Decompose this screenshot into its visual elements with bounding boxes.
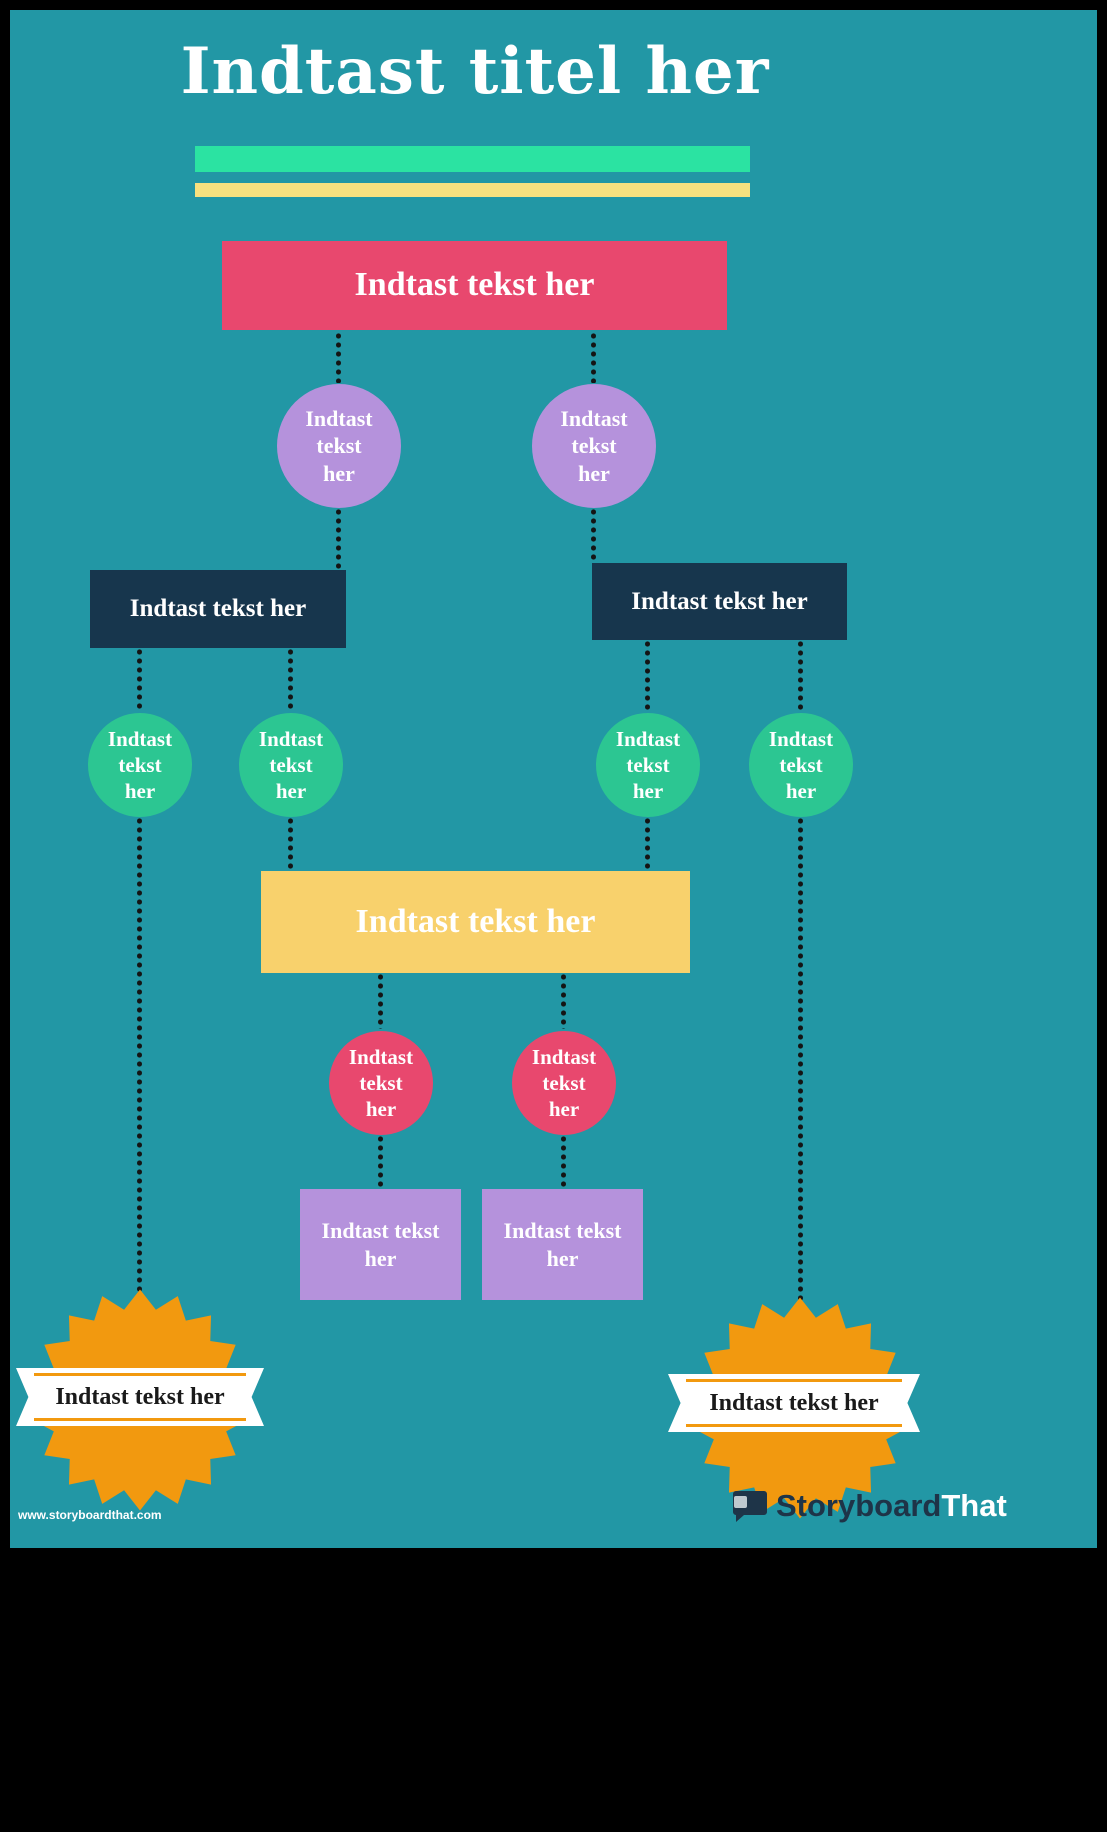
dotted-connector [378,974,383,1029]
dotted-connector [645,641,650,712]
flow-node-detail-box-left: Indtast tekst her [300,1189,461,1300]
flow-node-sub-circle-3: Indtast tekst her [596,713,700,817]
flow-node-branch-circle-left: Indtast tekst her [277,384,401,508]
flow-node-label: Indtast tekst her [305,405,373,486]
dotted-connector [288,649,293,712]
dotted-connector [378,1136,383,1188]
flow-node-label: Indtast tekst her [321,1218,440,1271]
flow-node-root: Indtast tekst her [222,241,727,330]
flow-node-merge-box: Indtast tekst her [261,871,690,973]
flow-node-detail-circle-right: Indtast tekst her [512,1031,616,1135]
storyboardthat-logo: StoryboardThat [728,1488,1090,1524]
flow-node-label: Indtast tekst her [503,1218,622,1271]
flow-node-label: Indtast tekst her [355,902,596,940]
flow-node-sub-circle-4: Indtast tekst her [749,713,853,817]
flow-node-label: Indtast tekst her [531,1044,597,1122]
flow-node-branch-box-right: Indtast tekst her [592,563,847,640]
title-underline-green [195,146,750,172]
dotted-connector [561,974,566,1029]
flow-node-detail-circle-left: Indtast tekst her [329,1031,433,1135]
flow-node-root-label: Indtast tekst her [354,266,595,304]
flow-node-label: Indtast tekst her [631,587,808,615]
badge-label: Indtast tekst her [709,1389,879,1416]
flow-node-label: Indtast tekst her [615,726,681,804]
dotted-connector [561,1136,566,1188]
flow-node-sub-circle-1: Indtast tekst her [88,713,192,817]
flow-node-label: Indtast tekst her [560,405,628,486]
flow-node-sub-circle-2: Indtast tekst her [239,713,343,817]
dotted-connector [288,818,293,870]
badge-label: Indtast tekst her [55,1383,225,1410]
flow-node-label: Indtast tekst her [768,726,834,804]
logo-text: StoryboardThat [776,1488,1007,1524]
flow-node-label: Indtast tekst her [348,1044,414,1122]
title-underline-yellow [195,183,750,197]
page-title: Indtast titel her [180,34,770,109]
flow-node-label: Indtast tekst her [107,726,173,804]
flow-node-branch-box-left: Indtast tekst her [90,570,346,648]
dotted-connector [591,333,596,383]
dotted-connector [798,641,803,712]
dotted-connector [798,818,803,1314]
dotted-connector [591,509,596,562]
flow-node-label: Indtast tekst her [258,726,324,804]
logo-text-storyboard: Storyboard [776,1488,942,1523]
badge-ribbon-left: Indtast tekst her [16,1368,264,1426]
flow-node-branch-circle-right: Indtast tekst her [532,384,656,508]
dotted-connector [137,649,142,712]
website-url: www.storyboardthat.com [18,1508,162,1522]
badge-ribbon-right: Indtast tekst her [668,1374,920,1432]
flow-node-detail-box-right: Indtast tekst her [482,1189,643,1300]
dotted-connector [645,818,650,870]
logo-text-that: That [941,1488,1007,1523]
speech-bubble-icon [733,1491,767,1522]
dotted-connector [336,509,341,569]
dotted-connector [336,333,341,383]
flow-node-label: Indtast tekst her [129,595,307,623]
dotted-connector [137,818,142,1304]
